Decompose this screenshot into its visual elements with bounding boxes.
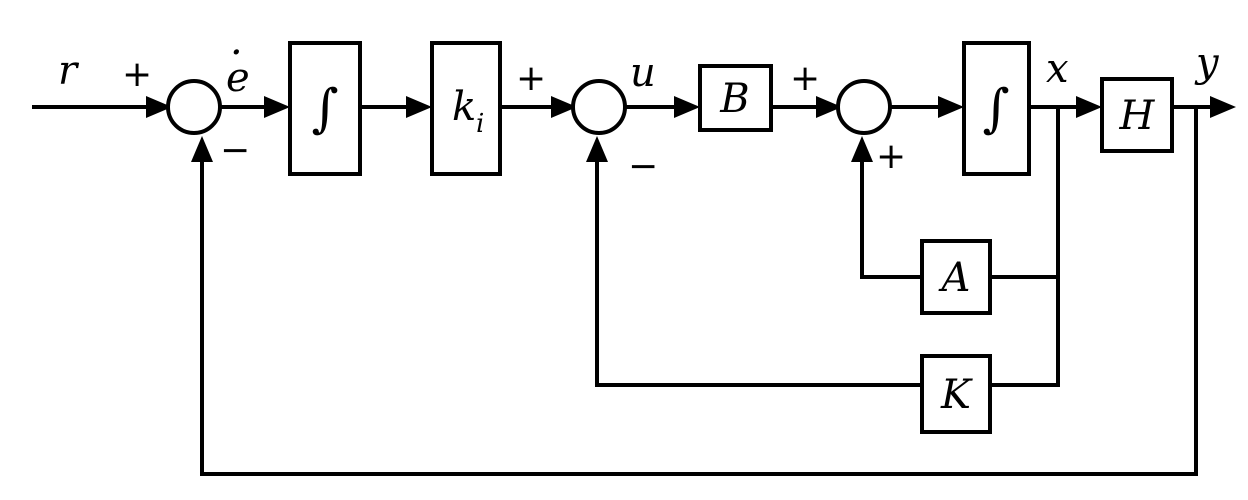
wire-a-to-sum3 bbox=[860, 148, 924, 279]
signal-e-dot: · bbox=[230, 30, 243, 76]
block-b-label: B bbox=[719, 76, 749, 122]
arrowheads bbox=[146, 96, 1236, 162]
integrator-block-2: ∫ bbox=[962, 41, 1031, 176]
sum3-plus-top-sign: + bbox=[790, 58, 820, 99]
arrowhead-into-h bbox=[1076, 96, 1102, 118]
arrowhead-into-sum2 bbox=[551, 96, 577, 118]
block-a-label: A bbox=[938, 255, 971, 301]
arrowhead-sum3-feedback bbox=[851, 136, 873, 162]
block-k-label: K bbox=[940, 372, 973, 418]
integrator-block-1: ∫ bbox=[288, 41, 362, 176]
arrowhead-output bbox=[1210, 96, 1236, 118]
sum2-minus-sign: − bbox=[628, 146, 658, 187]
sum3-plus-bottom-sign: + bbox=[876, 136, 906, 177]
summing-junction-1 bbox=[166, 79, 222, 135]
feedback-gain-block-k: K bbox=[920, 354, 992, 434]
arrowhead-sum2-feedback bbox=[586, 136, 608, 162]
arrowhead-into-int1 bbox=[264, 96, 290, 118]
arrowhead-into-sum1 bbox=[146, 96, 172, 118]
output-matrix-block-h: H bbox=[1100, 77, 1174, 153]
block-h-label: H bbox=[1119, 93, 1156, 139]
arrowhead-sum1-feedback bbox=[191, 136, 213, 162]
wire-y-to-sum1 bbox=[200, 105, 1198, 476]
wire-k-to-sum2 bbox=[595, 148, 924, 387]
sum1-minus-sign: − bbox=[220, 130, 250, 171]
signal-r-label: r bbox=[58, 48, 80, 94]
gain-ki-main: k bbox=[452, 84, 476, 130]
arrowhead-into-sum3 bbox=[816, 96, 842, 118]
gain-ki-symbol: k bbox=[452, 84, 476, 130]
arrowhead-into-int2 bbox=[938, 96, 964, 118]
arrowhead-into-ki bbox=[406, 96, 432, 118]
input-matrix-block-b: B bbox=[698, 64, 773, 132]
integrator-2-symbol: ∫ bbox=[982, 79, 1009, 139]
integrator-1-symbol: ∫ bbox=[311, 79, 338, 139]
arrowhead-into-b bbox=[674, 96, 700, 118]
system-matrix-block-a: A bbox=[920, 239, 992, 315]
signal-wires bbox=[32, 105, 1216, 476]
signal-y-label: y bbox=[1194, 40, 1220, 86]
signal-e-label: e bbox=[226, 55, 250, 101]
summing-junction-2 bbox=[571, 79, 627, 135]
signal-u-label: u bbox=[630, 50, 656, 96]
signal-x-label: x bbox=[1046, 46, 1069, 92]
gain-ki-subscript: i bbox=[476, 109, 484, 139]
sum2-plus-sign: + bbox=[516, 58, 546, 99]
sum1-plus-sign: + bbox=[122, 54, 152, 95]
summing-junction-3 bbox=[836, 79, 892, 135]
gain-block-ki: k i bbox=[430, 41, 502, 176]
